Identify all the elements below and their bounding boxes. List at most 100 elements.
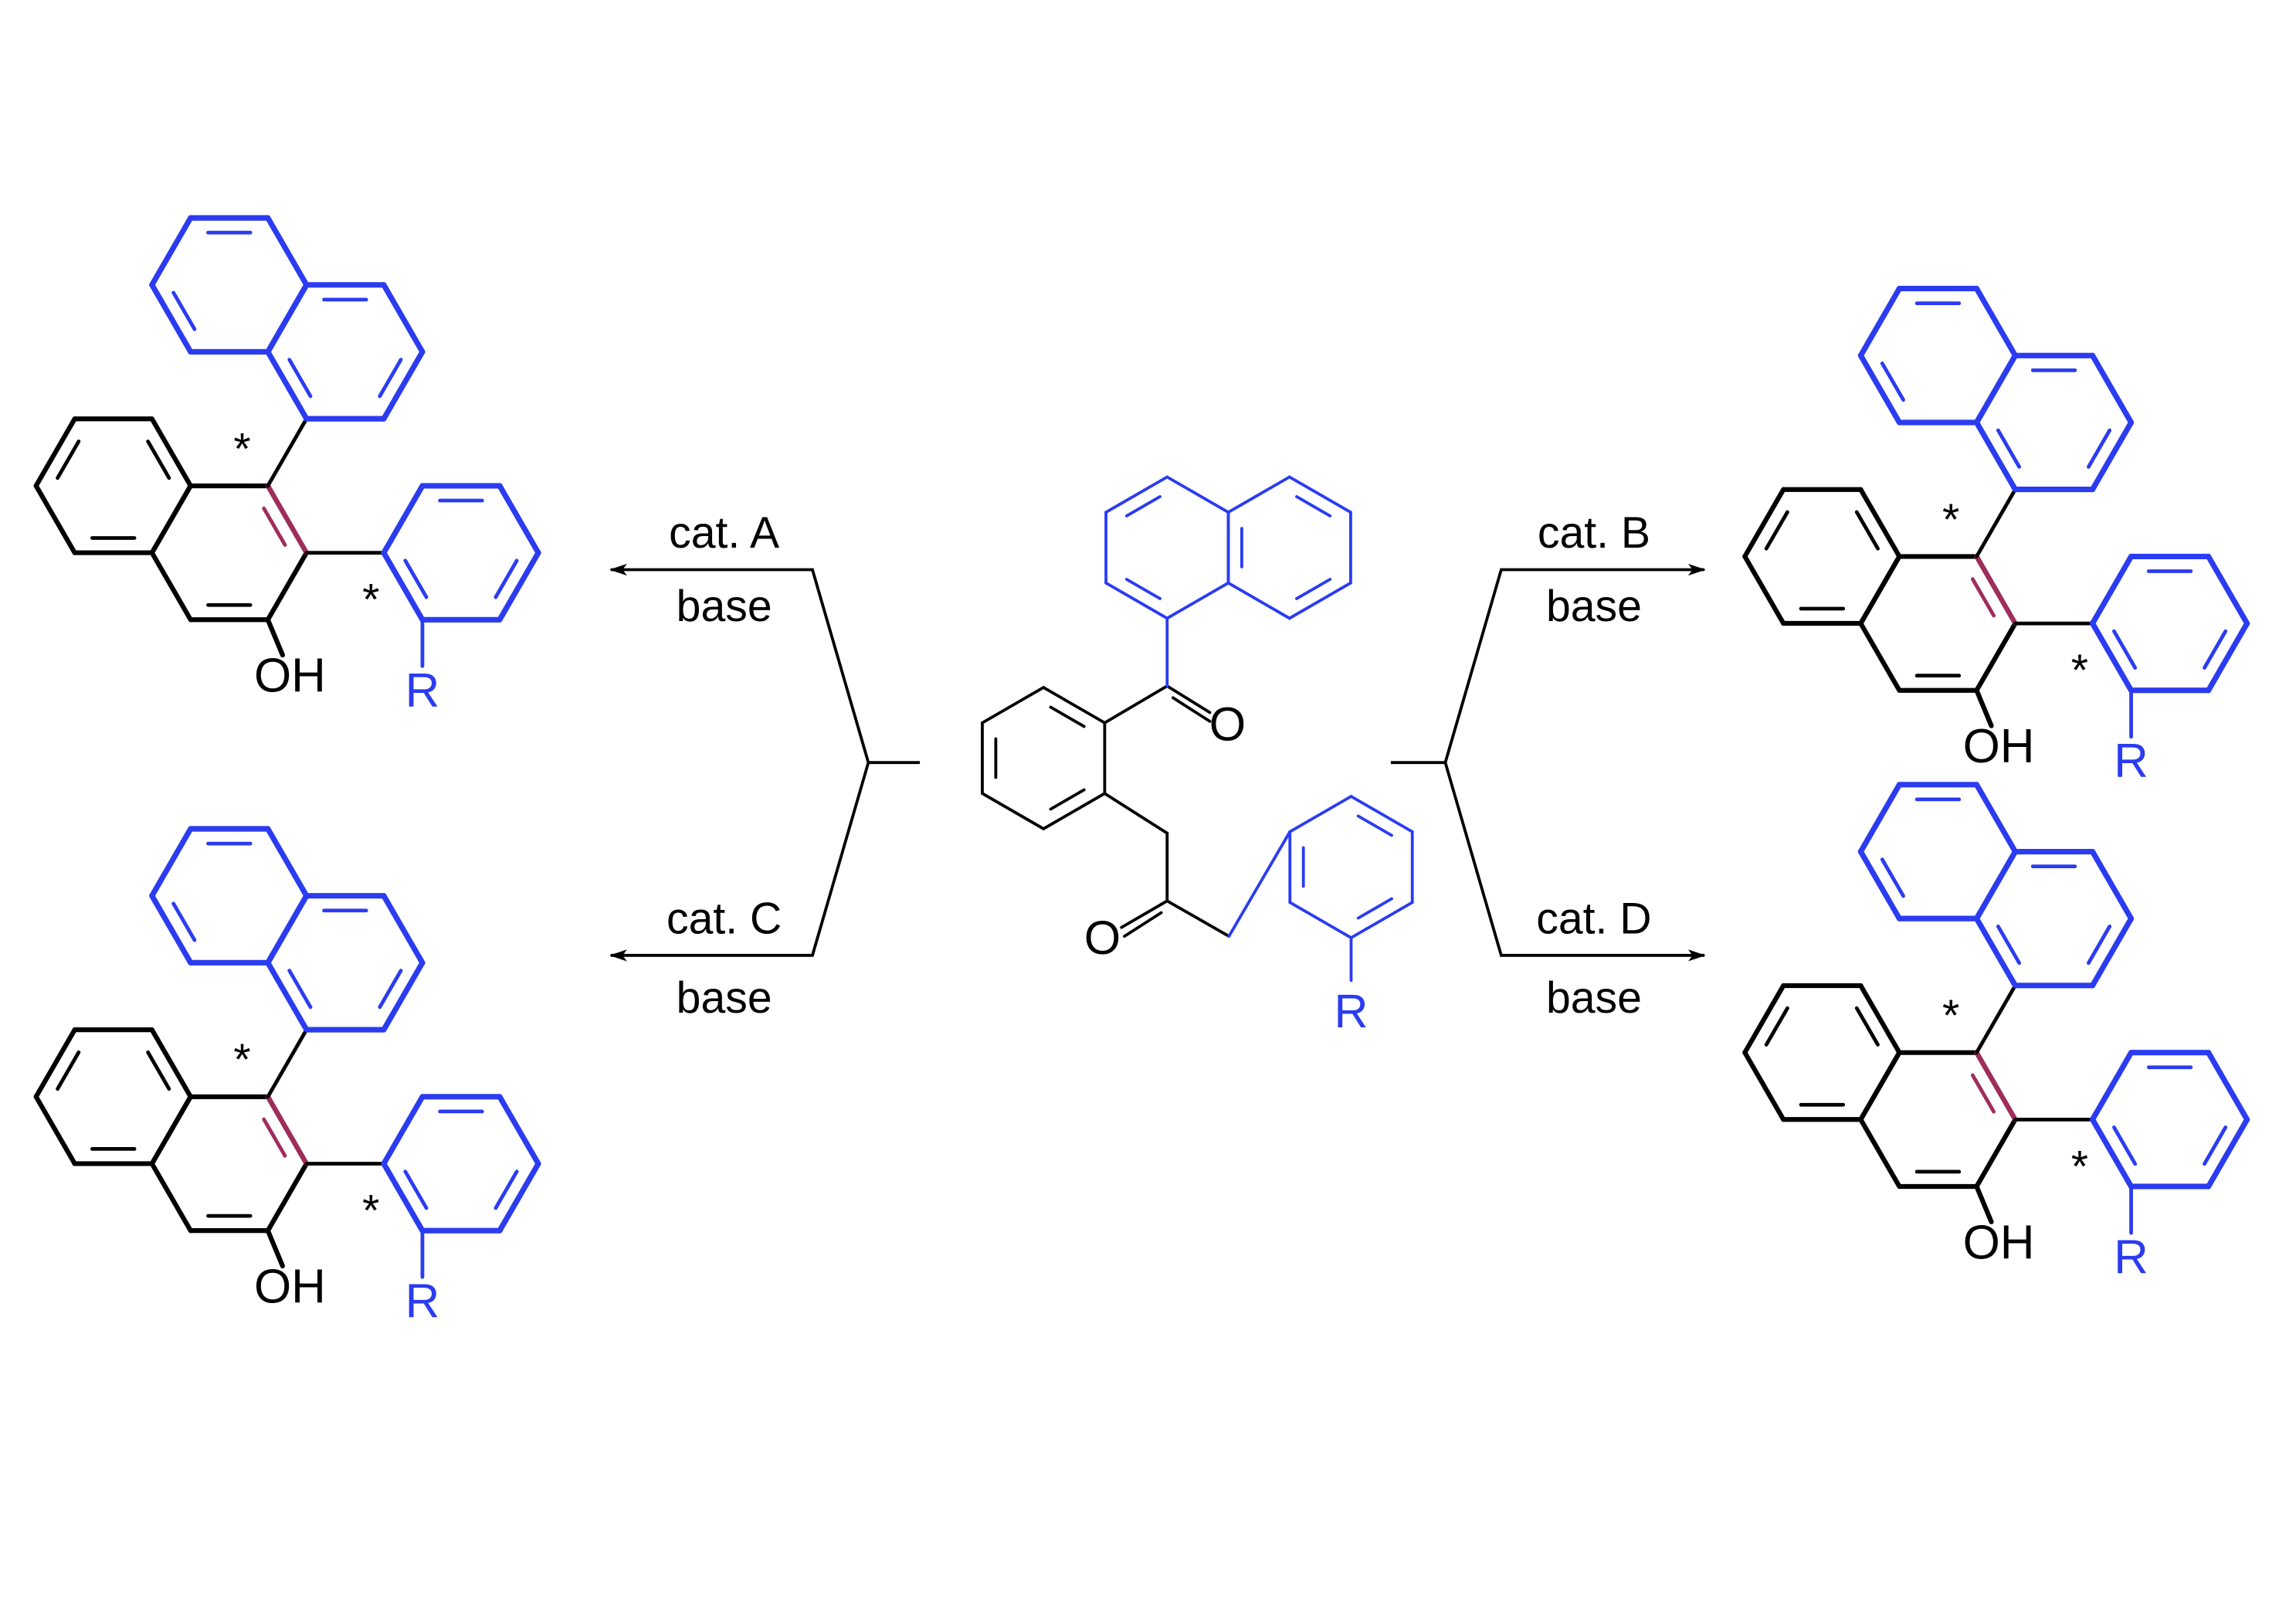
- double-bond-inner: [287, 358, 313, 399]
- base-d-label: base: [1546, 973, 1642, 1023]
- bond: [265, 282, 310, 355]
- bond: [266, 416, 309, 488]
- bond: [149, 1094, 193, 1166]
- bond: [1857, 286, 1902, 358]
- double-bond-inner: [1996, 428, 2022, 469]
- bond: [381, 550, 426, 623]
- double-bond-inner: [2112, 1125, 2138, 1166]
- arrow-to-product-c: [609, 762, 870, 962]
- bond: [149, 893, 194, 966]
- bond: [2089, 1050, 2135, 1122]
- bond: [149, 416, 193, 488]
- bond: [33, 1027, 77, 1099]
- bond: [1349, 901, 1414, 939]
- catalyst-a-label: cat. A: [669, 508, 780, 558]
- double-bond-inner: [1764, 1006, 1789, 1047]
- bond: [266, 1027, 309, 1099]
- base-a-label: base: [677, 582, 772, 631]
- stereo-marker: *: [362, 575, 379, 625]
- double-bond-inner: [171, 901, 197, 942]
- bond: [265, 826, 310, 899]
- bond: [1226, 475, 1291, 514]
- bond: [1973, 848, 2019, 922]
- bond: [1171, 696, 1212, 723]
- bond: [265, 550, 309, 623]
- stereo-marker: *: [1942, 991, 1959, 1040]
- double-bond-inner: [1880, 361, 1905, 402]
- bond: [497, 1160, 541, 1234]
- bond: [1973, 915, 2019, 989]
- stereo-marker: *: [233, 424, 250, 474]
- bond: [1975, 487, 2017, 558]
- arrows-left: [609, 563, 921, 962]
- double-bond-inner: [287, 969, 313, 1010]
- bond: [2089, 915, 2135, 989]
- substituent-r-label: R: [405, 664, 440, 718]
- bond: [1288, 795, 1353, 833]
- bond: [149, 550, 193, 623]
- bond: [381, 1160, 426, 1234]
- stereo-marker: *: [233, 1035, 250, 1085]
- bond: [1857, 848, 1902, 922]
- bond: [2089, 848, 2135, 922]
- bond: [1349, 795, 1414, 833]
- double-bond-inner: [146, 1050, 171, 1091]
- bond: [2206, 1116, 2250, 1190]
- base-b-label: base: [1546, 582, 1642, 631]
- stereo-marker: *: [2071, 1142, 2088, 1191]
- bond: [265, 959, 310, 1033]
- bond: [1742, 487, 1786, 559]
- bond: [149, 215, 194, 288]
- double-bond-inner: [493, 558, 519, 599]
- bond: [1858, 620, 1902, 693]
- bond: [381, 282, 426, 355]
- bond: [33, 483, 77, 555]
- bond: [381, 348, 426, 422]
- double-bond-inner: [56, 1050, 81, 1091]
- base-c-label: base: [677, 973, 772, 1023]
- double-bond-inner: [1295, 495, 1332, 518]
- bond: [1742, 1050, 1786, 1122]
- bond: [1123, 911, 1163, 938]
- bond: [1103, 792, 1169, 835]
- bond: [1742, 554, 1786, 626]
- bond: [265, 893, 310, 966]
- bond: [265, 215, 310, 288]
- bond: [1226, 581, 1291, 620]
- arrow-to-product-d: [1443, 762, 1706, 962]
- double-bond-inner: [1356, 897, 1393, 920]
- double-bond-inner: [1970, 577, 1996, 618]
- bond: [1165, 475, 1230, 514]
- axis-bond: [1974, 554, 2018, 626]
- bond: [1973, 352, 2019, 426]
- bond: [381, 959, 426, 1033]
- bond: [981, 792, 1046, 830]
- double-bond-inner: [378, 358, 403, 399]
- bond: [1120, 899, 1169, 929]
- axis-bond: [265, 1094, 309, 1166]
- hydroxyl-label: OH: [254, 1261, 326, 1314]
- catalyst-b-label: cat. B: [1538, 508, 1650, 558]
- bond: [1165, 899, 1231, 938]
- bond: [1042, 792, 1107, 830]
- double-bond-inner: [262, 506, 287, 547]
- bond: [1288, 901, 1353, 939]
- ketone-oxygen-1: O: [1209, 698, 1246, 751]
- stereo-marker: *: [1942, 495, 1959, 545]
- substituent-r-label: R: [405, 1275, 440, 1329]
- stereo-marker: *: [362, 1186, 379, 1236]
- bond: [1165, 684, 1212, 715]
- double-bond-inner: [378, 969, 403, 1010]
- arrow-to-product-a: [609, 563, 870, 763]
- bond: [381, 483, 426, 556]
- bond: [2089, 419, 2135, 493]
- bond: [149, 282, 194, 355]
- axis-bond: [265, 483, 309, 555]
- double-bond-inner: [1295, 578, 1332, 600]
- bond: [1287, 475, 1352, 514]
- bond: [33, 1094, 77, 1166]
- bond: [1227, 830, 1292, 938]
- double-bond-inner: [1764, 510, 1789, 551]
- arrows-right: [1390, 563, 1706, 962]
- bond: [33, 416, 77, 488]
